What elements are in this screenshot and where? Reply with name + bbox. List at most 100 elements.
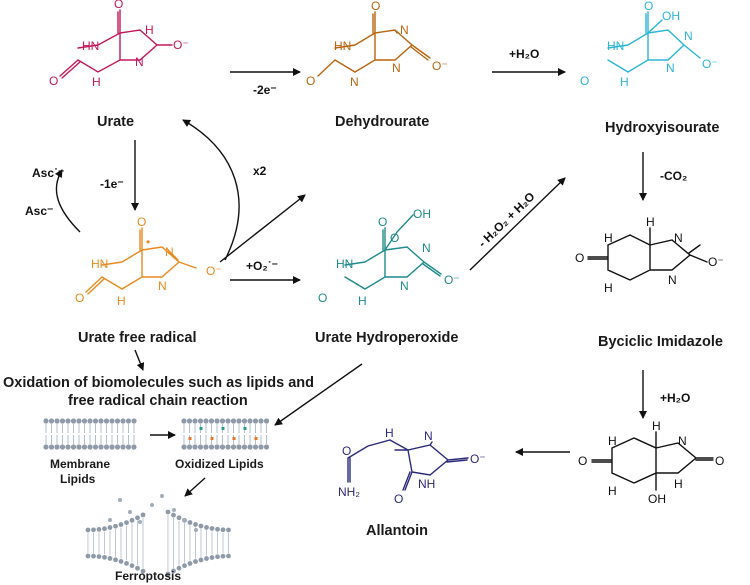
hydrated-o-right: O [715, 454, 724, 468]
lipid-head [226, 553, 231, 559]
oxidation-title-line1: Oxidation of biomolecules such as lipids… [3, 375, 314, 391]
lipid-head [114, 444, 121, 450]
lipid-debris [160, 494, 164, 498]
allantoin-nh: NH [418, 477, 435, 491]
imidazole-n-top: N [674, 231, 683, 245]
hydroxyisourate-o-left: O [580, 74, 589, 88]
ferroptosis-label: Ferroptosis [115, 569, 181, 583]
lipid-head [54, 444, 60, 450]
lipid-head [165, 571, 171, 577]
hydroperoxide-o-minus: O⁻ [444, 273, 460, 287]
urate-hydroperoxide-structure: HN O O OH N O⁻ N H O [318, 207, 460, 308]
lipid-head [176, 565, 182, 571]
lipid-head [70, 444, 77, 450]
lipid-head [197, 418, 204, 424]
dehydrourate-hn: HN [334, 39, 351, 53]
dehydrourate-o-top: O [371, 0, 380, 13]
arrow-hydroperoxide-to-lipids [274, 363, 363, 426]
lipid-debris [172, 508, 176, 512]
lipid-head [103, 444, 110, 450]
lipid-head [252, 444, 259, 450]
lipid-head [208, 418, 215, 424]
urate-hydroperoxide-label: Urate Hydroperoxide [315, 330, 458, 346]
urate-hn: HN [82, 39, 99, 53]
lipid-head [92, 444, 99, 450]
lipid-head [165, 509, 171, 515]
imidazole-n-bottom: N [668, 273, 677, 287]
lipid-head [220, 527, 226, 533]
hydroperoxide-n-top: N [422, 241, 431, 255]
oxidized-marker [254, 437, 258, 440]
allantoin-o-bottom: O [394, 492, 403, 506]
lipid-head [140, 568, 146, 574]
lipid-head [59, 444, 66, 450]
lipid-head [219, 418, 226, 424]
radical-o-minus: O⁻ [206, 264, 222, 278]
label-x2: x2 [253, 164, 267, 178]
lipid-head [187, 520, 193, 525]
lipid-head [214, 418, 220, 424]
membrane-lipids-bilayer [43, 418, 137, 450]
lipid-head [198, 523, 204, 529]
dehydrourate-o-minus: O⁻ [432, 59, 448, 73]
dehydrourate-n-top: N [400, 23, 409, 37]
lipid-head [247, 418, 253, 424]
hydrated-oh: OH [648, 492, 666, 506]
lipid-head [135, 565, 140, 571]
lipid-head [96, 526, 102, 532]
lipid-head [81, 418, 88, 424]
lipid-head [96, 554, 102, 560]
lipid-head [125, 444, 132, 450]
radical-o-left: O [75, 291, 84, 305]
lipid-head [59, 418, 66, 424]
dehydrourate-n: N [350, 75, 359, 89]
hydroxyisourate-hn: HN [607, 39, 624, 53]
oxidized-marker [243, 427, 247, 430]
urate-o-left: O [49, 74, 58, 88]
lipid-head [204, 525, 209, 530]
lipid-head [92, 418, 99, 424]
hydroxyisourate-o-minus: O⁻ [702, 57, 718, 71]
dehydrourate-structure: HN O N O⁻ N N O [306, 0, 448, 89]
lipid-head [140, 512, 146, 518]
lipid-head [129, 563, 135, 569]
lipid-head [129, 517, 135, 523]
lipid-head [226, 527, 231, 533]
urate-free-radical-label: Urate free radical [78, 330, 196, 346]
lipid-head [263, 444, 270, 450]
radical-n-bottom: N [158, 279, 167, 293]
allantoin-o-minus: O⁻ [470, 452, 486, 466]
lipid-head [209, 526, 215, 531]
label-plus-superoxide: +O₂˙⁻ [246, 259, 278, 273]
label-minus-2e: -2e⁻ [253, 83, 277, 97]
oxidized-marker [232, 437, 236, 440]
lipid-head [114, 418, 121, 424]
imidazole-h-n: H [604, 231, 613, 245]
lipid-head [181, 418, 187, 424]
hydroperoxide-oh: OH [413, 207, 431, 221]
lipid-head [91, 527, 96, 533]
lipid-head [204, 556, 209, 561]
lipid-head [258, 444, 264, 450]
oxidized-marker [188, 437, 192, 440]
hydroperoxide-o-left: O [318, 291, 327, 305]
lipid-head [118, 559, 124, 564]
lipid-head [186, 444, 193, 450]
radical-dot: • [146, 235, 150, 249]
membrane-label-line1: Membrane [50, 457, 110, 471]
lipid-head [102, 526, 107, 532]
radical-o-top: O [137, 215, 146, 229]
lipid-head [236, 418, 242, 424]
lipid-head [87, 418, 93, 424]
hydrated-nh-top: H [608, 434, 617, 448]
lipid-head [118, 522, 124, 527]
arrow-radical-back-to-urate [182, 119, 240, 261]
imidazole-o-left: O [575, 251, 584, 265]
urate-n: N [135, 55, 144, 69]
lipid-head [48, 418, 55, 424]
allantoin-label: Allantoin [366, 523, 428, 539]
label-asc: Asc⁻ [25, 204, 53, 218]
bicyclic-imidazole-structure: H H N O⁻ N H O [575, 215, 724, 295]
allantoin-structure: H O N O⁻ NH NH₂ O [338, 426, 486, 506]
lipid-head [193, 559, 198, 564]
